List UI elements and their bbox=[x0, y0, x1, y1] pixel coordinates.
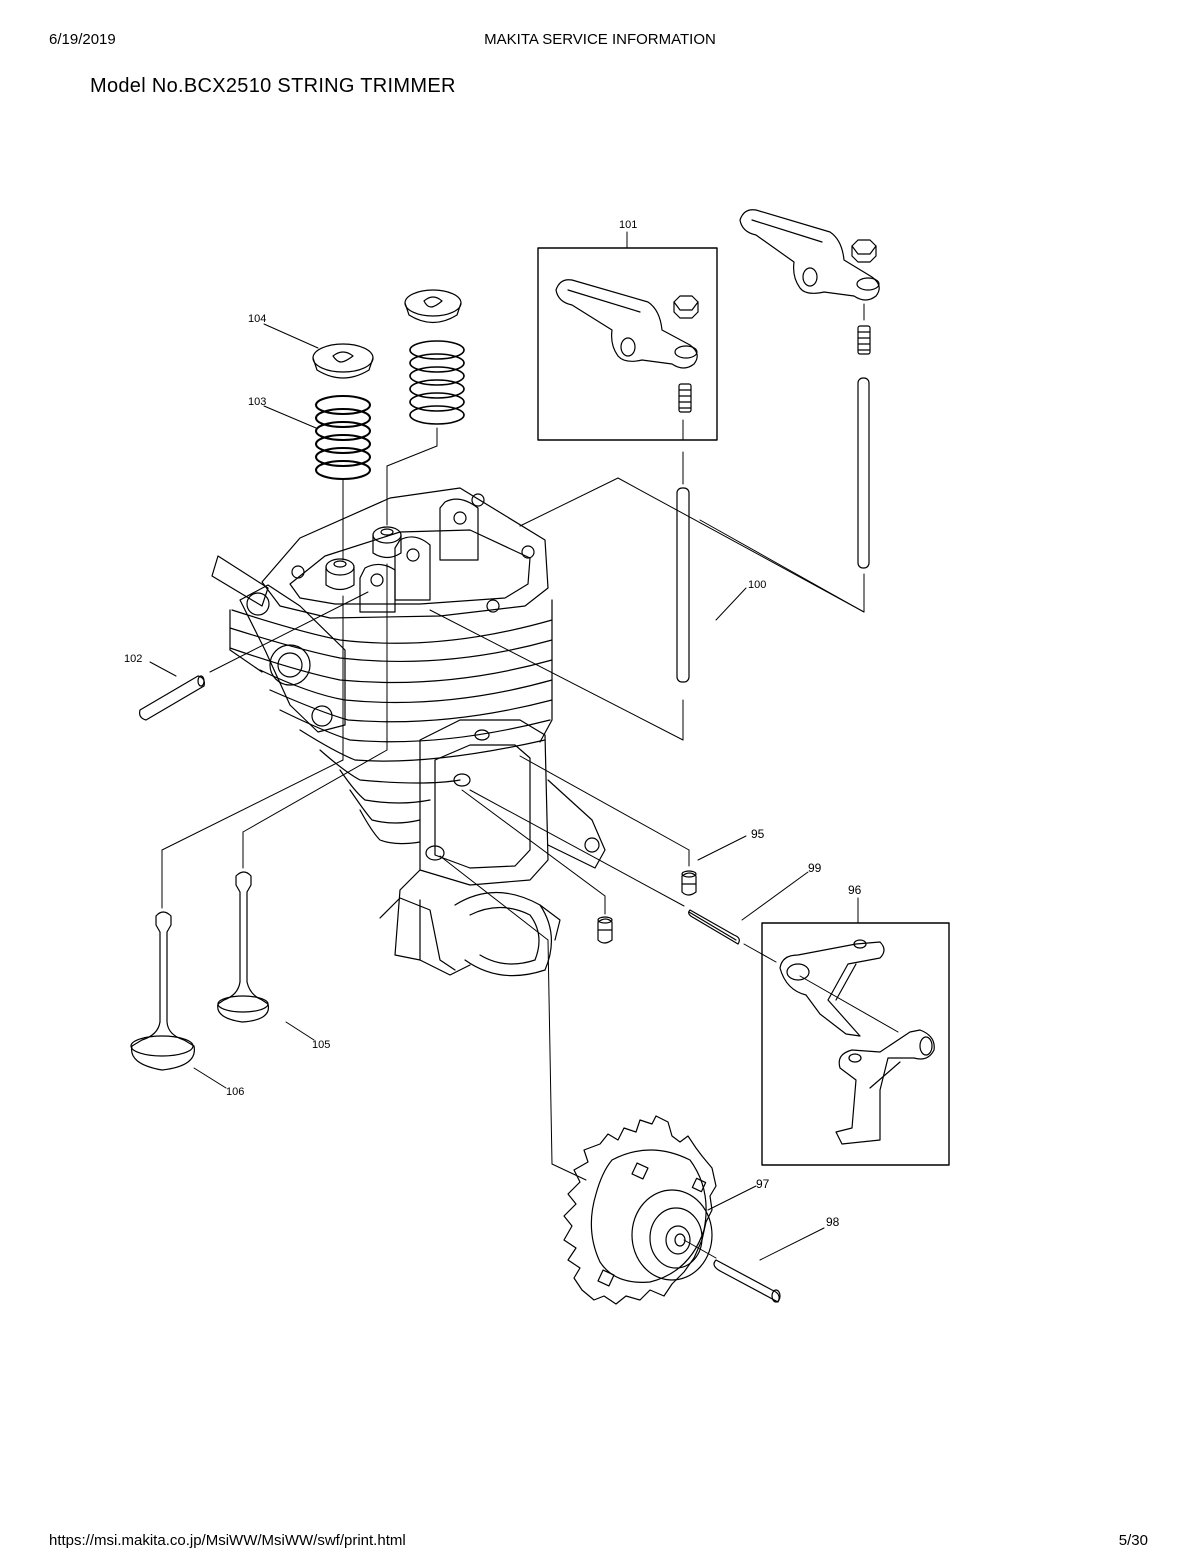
header-title: MAKITA SERVICE INFORMATION bbox=[484, 31, 716, 48]
callout-labels: 104 103 101 100 102 95 99 96 105 106 97 … bbox=[124, 219, 862, 1229]
header-date: 6/19/2019 bbox=[49, 31, 116, 48]
callout-96: 96 bbox=[848, 883, 862, 897]
tappet-twin bbox=[597, 916, 613, 944]
callout-101: 101 bbox=[619, 219, 637, 231]
callout-97: 97 bbox=[756, 1177, 770, 1191]
callout-100: 100 bbox=[748, 579, 766, 591]
part-97-cam-gear bbox=[563, 1115, 717, 1305]
spring-retainer-twin bbox=[404, 289, 462, 324]
callout-104: 104 bbox=[248, 313, 266, 325]
callout-103: 103 bbox=[248, 396, 266, 408]
footer-url[interactable]: https://msi.makita.co.jp/MsiWW/MsiWW/swf… bbox=[49, 1532, 406, 1549]
push-rod-twin bbox=[857, 377, 870, 569]
rocker-arm-twin bbox=[739, 209, 880, 355]
callout-106: 106 bbox=[226, 1086, 244, 1098]
model-title: Model No.BCX2510 STRING TRIMMER bbox=[90, 75, 456, 97]
part-104-spring-retainer bbox=[312, 343, 374, 379]
footer-page-number: 5/30 bbox=[1118, 1532, 1148, 1549]
part-105-valve bbox=[217, 871, 270, 1023]
leader-lines bbox=[149, 231, 899, 1261]
callout-102: 102 bbox=[124, 653, 142, 665]
part-98-pin bbox=[713, 1259, 781, 1303]
part-99-shaft bbox=[688, 909, 740, 945]
callout-98: 98 bbox=[826, 1215, 840, 1229]
part-100-push-rod bbox=[676, 487, 690, 683]
callout-95: 95 bbox=[751, 827, 765, 841]
part-106-valve bbox=[130, 911, 195, 1071]
part-103-valve-spring bbox=[315, 395, 371, 480]
part-101-rocker-arm bbox=[555, 279, 699, 413]
cylinder-head-assembly bbox=[211, 487, 606, 977]
part-102-pin bbox=[139, 675, 205, 721]
callout-105: 105 bbox=[312, 1039, 330, 1051]
part-96-cam-follower bbox=[779, 939, 935, 1145]
callout-99: 99 bbox=[808, 861, 822, 875]
valve-spring-twin bbox=[409, 340, 465, 425]
part-95-tappet bbox=[681, 870, 697, 896]
part-96-box bbox=[761, 922, 950, 1166]
